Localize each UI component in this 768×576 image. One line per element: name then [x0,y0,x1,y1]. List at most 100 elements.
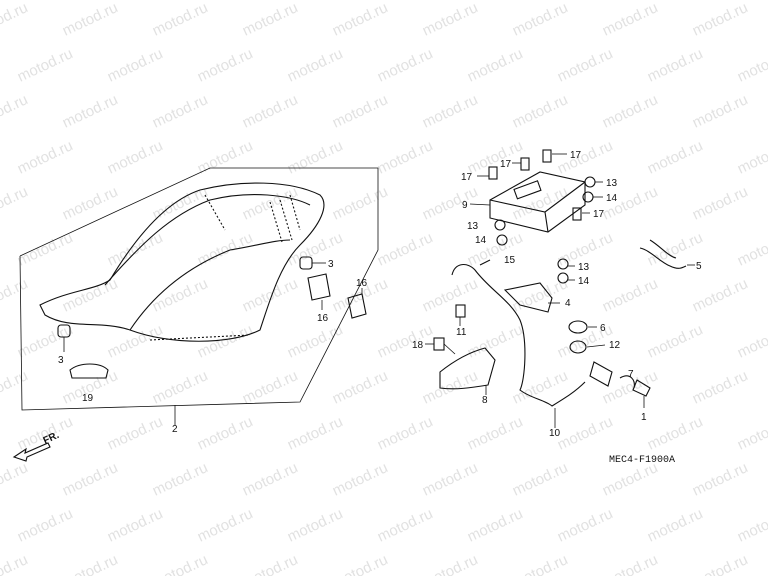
watermark-text: motod.ru [555,45,616,85]
watermark-text: motod.ru [555,137,616,177]
watermark-text: motod.ru [105,45,166,85]
callout-8: 8 [482,395,488,406]
watermark-text: motod.ru [15,137,76,177]
callout-13c: 13 [578,262,590,273]
watermark-text: motod.ru [420,91,481,131]
watermark-text: motod.ru [555,413,616,453]
watermark-text: motod.ru [735,229,768,269]
watermark-text: motod.ru [285,229,346,269]
callout-3-right: 3 [328,259,334,270]
watermark-text: motod.ru [0,367,31,407]
callout-17d: 17 [593,209,605,220]
watermark-text: motod.ru [420,551,481,576]
watermark-text: motod.ru [240,275,301,315]
callout-11: 11 [456,327,467,338]
watermark-text: motod.ru [690,91,751,131]
callout-12: 12 [609,340,621,351]
callout-17b: 17 [500,159,512,170]
watermark-text: motod.ru [15,321,76,361]
watermark-text: motod.ru [735,505,768,545]
watermark-text: motod.ru [465,321,526,361]
watermark-text: motod.ru [465,45,526,85]
watermark-text: motod.ru [690,459,751,499]
grommet-3-right [299,256,326,270]
nut-washer-set [494,176,603,284]
watermark-text: motod.ru [375,137,436,177]
callout-18: 18 [412,340,424,351]
watermark-text: motod.ru [690,551,751,576]
callout-14a: 14 [606,193,618,204]
watermark-text: motod.ru [330,551,391,576]
watermark-text: motod.ru [15,45,76,85]
cable-10 [451,264,586,428]
watermark-text: motod.ru [330,367,391,407]
callout-2: 2 [172,424,178,435]
watermark-text: motod.ru [600,0,661,40]
callout-7: 7 [628,369,634,380]
bolt-18 [425,337,456,355]
watermark-text: motod.ru [645,321,706,361]
front-direction-arrow [12,442,51,462]
watermark-text: motod.ru [735,321,768,361]
seat-assembly-box [19,167,379,411]
watermark-text: motod.ru [510,91,571,131]
watermark-text: motod.ru [0,551,31,576]
watermark-text: motod.ru [510,0,571,40]
watermark-text: motod.ru [465,229,526,269]
diagram-code: MEC4-F1900A [609,455,675,466]
watermark-text: motod.ru [60,275,121,315]
watermark-text: motod.ru [330,183,391,223]
watermark-text: motod.ru [375,45,436,85]
callout-15: 15 [504,255,516,266]
watermark-text: motod.ru [375,413,436,453]
watermark-text: motod.ru [690,0,751,40]
callout-17c: 17 [570,150,582,161]
watermark-text: motod.ru [600,91,661,131]
watermark-text: motod.ru [420,183,481,223]
callout-14b: 14 [475,235,487,246]
watermark-text: motod.ru [645,413,706,453]
watermark-text: motod.ru [195,413,256,453]
watermark-text: motod.ru [420,459,481,499]
watermark-text: motod.ru [420,0,481,40]
watermark-text: motod.ru [285,505,346,545]
callout-1: 1 [641,412,647,423]
watermark-text: motod.ru [375,321,436,361]
watermark-text: motod.ru [690,183,751,223]
watermark-text: motod.ru [465,413,526,453]
watermark-text: motod.ru [105,505,166,545]
callout-3-left: 3 [58,355,64,366]
watermark-text: motod.ru [420,275,481,315]
watermark-text: motod.ru [60,91,121,131]
watermark-text: motod.ru [285,45,346,85]
watermark-text: motod.ru [645,137,706,177]
watermark-text: motod.ru [150,367,211,407]
watermark-text: motod.ru [150,459,211,499]
watermark-text: motod.ru [60,551,121,576]
callout-13a: 13 [606,178,618,189]
watermark-text: motod.ru [645,45,706,85]
watermark-text: motod.ru [15,413,76,453]
callout-5: 5 [696,261,702,272]
callout-10: 10 [549,428,561,439]
lock-base-9 [469,171,586,233]
watermark-text: motod.ru [150,551,211,576]
watermark-text: motod.ru [555,505,616,545]
watermark-text: motod.ru [15,505,76,545]
watermark-text: motod.ru [735,137,768,177]
watermark-text: motod.ru [735,413,768,453]
watermark-text: motod.ru [195,505,256,545]
watermark-text: motod.ru [150,91,211,131]
seat [39,182,325,342]
watermark-text: motod.ru [240,551,301,576]
lock-assembly-4 [479,259,560,313]
watermark-text: motod.ru [330,459,391,499]
callout-4: 4 [565,298,571,309]
watermark-text: motod.ru [105,321,166,361]
clip-16-right [347,288,367,319]
watermark-text: motod.ru [600,551,661,576]
watermark-text: motod.ru [510,551,571,576]
watermark-text: motod.ru [375,505,436,545]
bolt-17-set [477,149,590,221]
